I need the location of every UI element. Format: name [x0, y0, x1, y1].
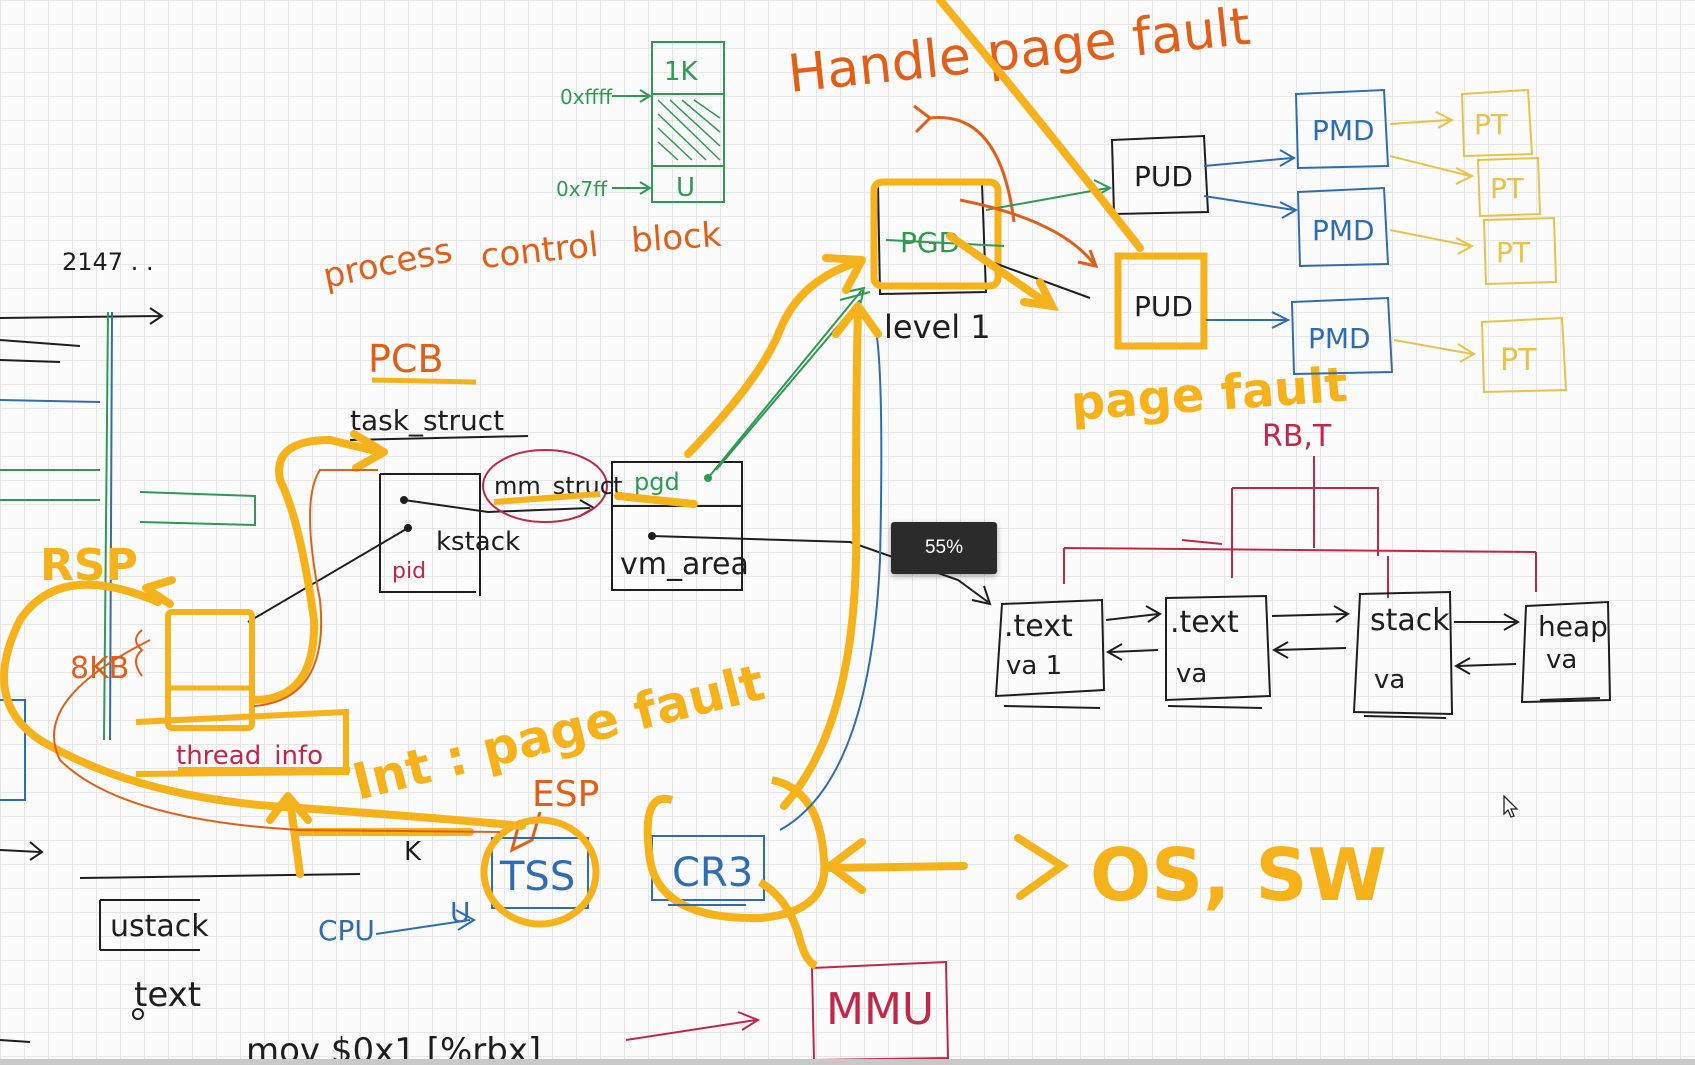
memory-split-box — [612, 41, 725, 203]
heading-control: control — [479, 225, 600, 277]
vma-text2-va: va — [1176, 659, 1207, 689]
label-level-1: level 1 — [884, 308, 991, 346]
label-u-memory: U — [676, 173, 695, 203]
label-pmd-1: PMD — [1312, 114, 1375, 147]
address-0x7ff: 0x7ff — [556, 177, 608, 201]
label-pmd-2: PMD — [1312, 214, 1375, 247]
label-1k: 1K — [664, 57, 699, 87]
pt-boxes — [1460, 88, 1568, 394]
label-pud-top: PUD — [1134, 160, 1193, 193]
label-pud-bottom: PUD — [1134, 290, 1193, 323]
mm-struct-oval — [482, 449, 608, 523]
vma-list-arrows — [1105, 605, 1521, 675]
pmd-boxes — [1290, 88, 1394, 376]
label-cr3: CR3 — [672, 850, 753, 896]
label-pt-3: PT — [1496, 236, 1531, 269]
vma-stack-label: stack — [1370, 603, 1450, 638]
label-esp: ESP — [532, 774, 599, 815]
vma-stack-va: va — [1374, 665, 1405, 695]
value-2147: 2147 . . — [62, 248, 154, 276]
field-pgd: pgd — [634, 468, 680, 496]
mmu-box — [810, 960, 950, 1062]
left-stack-fragment — [0, 307, 256, 1043]
label-pt-1: PT — [1474, 108, 1509, 141]
tss-box — [491, 837, 589, 909]
label-cpu: CPU — [318, 914, 375, 947]
zoom-level-badge: 55% — [891, 522, 997, 574]
heading-process: process — [320, 231, 456, 297]
label-pt-4: PT — [1500, 343, 1537, 378]
label-task-struct: task_struct — [350, 404, 504, 437]
label-mmu: MMU — [826, 984, 934, 1035]
label-os-sw: OS, SW — [1090, 833, 1387, 917]
heading-block: block — [630, 215, 723, 261]
label-k-mode: K — [404, 837, 422, 867]
task-struct-box — [379, 473, 481, 596]
vma-boxes — [994, 590, 1612, 719]
field-vm-area: vm_area — [620, 547, 749, 582]
vma-heap-va: va — [1546, 645, 1577, 675]
label-handle-page-fault: Handle page fault — [785, 0, 1253, 105]
label-u-mode: U — [450, 896, 471, 929]
label-pmd-3: PMD — [1308, 322, 1371, 355]
label-pt-2: PT — [1490, 172, 1525, 205]
orange-flow-strokes — [53, 469, 501, 833]
label-pcb: PCB — [368, 337, 444, 381]
vma-text2-label: .text — [1170, 605, 1239, 640]
pud-box-top — [1110, 134, 1210, 216]
kernel-stack-box — [167, 611, 253, 729]
address-0xffff: 0xffff — [560, 85, 613, 109]
label-ustack: ustack — [110, 909, 209, 944]
field-pid: pid — [392, 559, 426, 584]
label-text-segment: text — [134, 975, 201, 1015]
label-thread-info: thread_info — [176, 741, 323, 771]
field-kstack: kstack — [436, 527, 520, 557]
mouse-pointer-icon — [1503, 795, 1519, 818]
vma-text1-label: .text — [1004, 609, 1073, 644]
bottom-scroll-bar[interactable] — [0, 1059, 1695, 1065]
label-tss: TSS — [499, 854, 575, 900]
vma-text1-va: va 1 — [1006, 651, 1062, 681]
label-rb-tree: RB,T — [1262, 419, 1332, 454]
vma-heap-label: heap — [1538, 610, 1608, 643]
rb-tree-lines — [1063, 456, 1537, 598]
